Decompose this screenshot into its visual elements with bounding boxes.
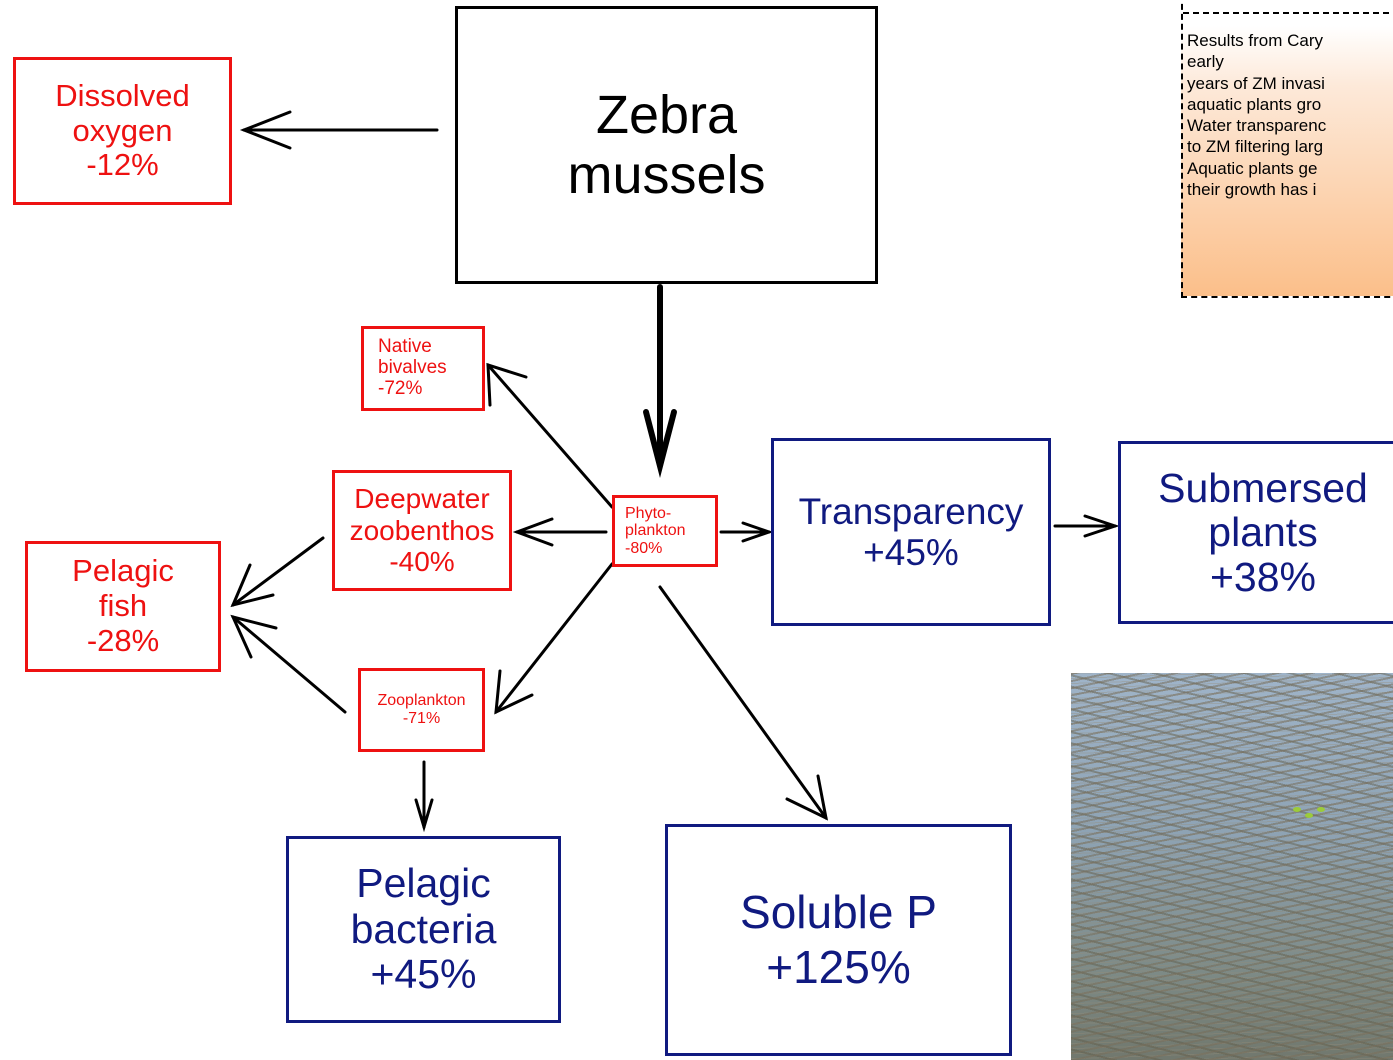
dissolved-oxygen-line2: oxygen [72,112,173,148]
native-bivalves-box: Native bivalves -72% [361,326,485,411]
zooplankton-value: -71% [402,710,441,727]
zooplankton-box: Zooplankton -71% [358,668,485,752]
phytoplankton-line1: Phyto- [625,505,672,523]
pelagic-fish-box: Pelagic fish -28% [25,541,221,672]
note-line: Water transparenc [1187,116,1327,135]
note-line: aquatic plants gro [1187,94,1322,114]
deepwater-zoobenthos-value: -40% [389,546,455,578]
native-bivalves-line1: Native [378,336,432,358]
pelagic-bacteria-line2: bacteria [350,905,497,952]
native-bivalves-line2: bivalves [378,357,447,379]
arrowhead [414,798,434,833]
transparency-box: Transparency +45% [771,438,1051,626]
note-line: their growth has i [1187,179,1317,199]
soluble-p-line1: Soluble P [740,885,937,938]
zooplankton-line1: Zooplankton [377,691,466,709]
arrow-phyto-to-solublep [658,585,828,820]
note-line: Results from Cary [1187,31,1324,50]
submersed-plants-line1: Submersed [1158,465,1368,512]
arrowhead [230,563,275,608]
transparency-line1: Transparency [798,490,1024,532]
note-line: to ZM filtering larg [1187,137,1324,157]
results-note-box: Results from Cary early years of ZM inva… [1181,0,1393,298]
arrowhead [741,521,774,543]
submersed-plants-box: Submersed plants +38% [1118,441,1393,624]
note-line: Aquatic plants ge [1187,158,1318,178]
submersed-plants-value: +38% [1209,553,1316,600]
note-line: early [1187,52,1224,72]
note-divider [1183,12,1393,14]
arrowhead [512,517,554,547]
pelagic-fish-line2: fish [98,588,148,624]
deepwater-zoobenthos-line1: Deepwater [354,483,490,515]
submersed-plants-photo [1071,673,1393,1060]
arrowhead [643,409,677,478]
note-line: years of ZM invasi [1187,73,1325,93]
pelagic-bacteria-line1: Pelagic [356,859,491,906]
transparency-value: +45% [863,532,959,573]
soluble-p-box: Soluble P +125% [665,824,1012,1056]
dissolved-oxygen-value: -12% [86,147,159,183]
pelagic-bacteria-box: Pelagic bacteria +45% [286,836,561,1023]
phytoplankton-line2: plankton [625,522,686,540]
arrow-zoobenthos-to-fish [231,536,325,607]
arrow-phyto-to-zooplankton [494,562,614,714]
native-bivalves-value: -72% [378,377,423,399]
arrowhead [486,362,528,407]
floating-leaf [1305,813,1313,818]
zebra-mussels-line1: Zebra [595,84,738,145]
arrowhead [230,614,278,659]
arrow-phyto-to-bivalves [486,363,614,509]
soluble-p-value: +125% [766,941,911,993]
phytoplankton-value: -80% [625,539,663,557]
dissolved-oxygen-box: Dissolved oxygen -12% [13,57,232,205]
arrowhead [494,669,534,715]
zebra-mussels-line2: mussels [567,145,766,205]
pelagic-fish-value: -28% [86,622,160,658]
zebra-mussels-box: Zebra mussels [455,6,878,284]
pelagic-fish-line1: Pelagic [72,553,174,589]
arrow-zooplankton-to-fish [231,615,347,714]
phytoplankton-box: Phyto- plankton -80% [612,495,718,567]
arrowhead [239,110,292,150]
deepwater-zoobenthos-box: Deepwater zoobenthos -40% [332,470,512,591]
submersed-plants-line2: plants [1208,509,1318,556]
deepwater-zoobenthos-line2: zoobenthos [349,514,495,546]
pelagic-bacteria-value: +45% [370,951,477,998]
arrowhead [1083,514,1120,538]
floating-leaf [1317,807,1325,812]
floating-leaf [1293,807,1301,812]
arrowhead [785,774,829,821]
dissolved-oxygen-line1: Dissolved [55,77,190,113]
